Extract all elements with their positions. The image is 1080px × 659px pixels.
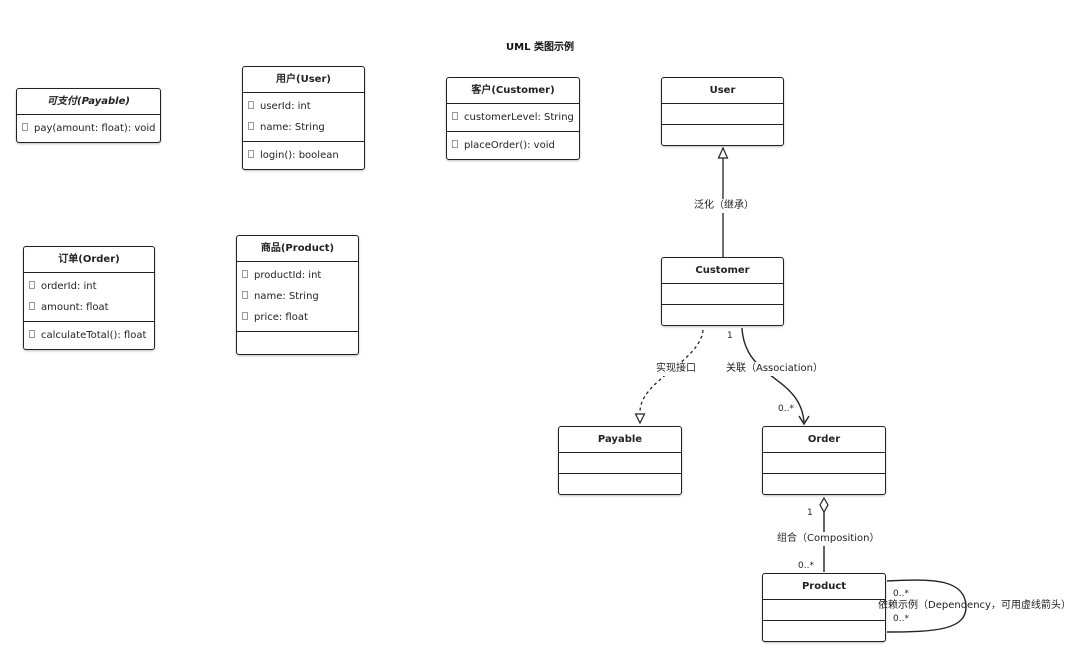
association-source-multiplicity: 1 <box>727 331 733 341</box>
attribute-row: productId: int <box>237 265 358 286</box>
attribute-row: customerLevel: String <box>447 107 579 128</box>
attributes-empty <box>763 453 885 474</box>
composition-source-multiplicity: 1 <box>807 508 813 518</box>
dependency-loop <box>886 579 967 633</box>
class-customer[interactable]: Customer <box>661 257 784 326</box>
class-product-detail[interactable]: 商品(Product) productId: int name: String … <box>236 235 359 355</box>
realization-label: 实现接口 <box>654 362 698 376</box>
generalization-arrowhead <box>717 146 729 159</box>
composition-target-multiplicity: 0..* <box>798 561 814 571</box>
class-order[interactable]: Order <box>762 426 886 495</box>
operation-row: calculateTotal(): float <box>24 325 154 346</box>
diagram-title: UML 类图示例 <box>506 42 574 53</box>
composition-label: 组合（Composition） <box>775 532 882 546</box>
attributes-empty <box>559 453 681 474</box>
attributes-empty <box>662 104 783 125</box>
attributes-empty <box>662 284 783 305</box>
class-name: 客户(Customer) <box>447 78 579 104</box>
attribute-row: userId: int <box>243 96 364 117</box>
class-order-detail[interactable]: 订单(Order) orderId: int amount: float cal… <box>23 246 155 350</box>
class-product[interactable]: Product <box>762 573 886 642</box>
association-line <box>741 327 805 423</box>
generalization-label: 泛化（继承） <box>692 199 756 213</box>
operations-empty <box>662 305 783 325</box>
class-payable[interactable]: Payable <box>558 426 682 495</box>
association-arrowhead <box>798 415 810 426</box>
operations-empty <box>763 474 885 494</box>
attribute-row: amount: float <box>24 297 154 318</box>
class-name: 商品(Product) <box>237 236 358 262</box>
class-name: User <box>662 78 783 104</box>
realization-arrowhead <box>634 413 646 425</box>
class-name: Order <box>763 427 885 453</box>
class-name: 订单(Order) <box>24 247 154 273</box>
operations-empty <box>662 125 783 145</box>
attribute-row: name: String <box>237 286 358 307</box>
dependency-bottom-multiplicity: 0..* <box>893 614 909 624</box>
class-user-detail[interactable]: 用户(User) userId: int name: String login(… <box>242 66 365 170</box>
class-name: Customer <box>662 258 783 284</box>
operation-row: placeOrder(): void <box>447 135 579 156</box>
operations-empty <box>559 474 681 494</box>
class-customer-detail[interactable]: 客户(Customer) customerLevel: String place… <box>446 77 580 160</box>
attribute-row: orderId: int <box>24 276 154 297</box>
class-user[interactable]: User <box>661 77 784 146</box>
composition-diamond <box>819 496 829 514</box>
class-payable-interface[interactable]: 可支付(Payable) pay(amount: float): void <box>16 88 161 143</box>
attributes-empty <box>763 600 885 621</box>
attribute-row: price: float <box>237 307 358 328</box>
class-name: 可支付(Payable) <box>17 89 160 115</box>
dependency-top-multiplicity: 0..* <box>893 589 909 599</box>
class-name: 用户(User) <box>243 67 364 93</box>
operation-row: pay(amount: float): void <box>17 118 160 139</box>
class-name: Payable <box>559 427 681 453</box>
operations-empty <box>763 621 885 641</box>
attribute-row: name: String <box>243 117 364 138</box>
class-name: Product <box>763 574 885 600</box>
dependency-label: 依赖示例（Dependency，可用虚线箭头） <box>878 600 1071 611</box>
association-target-multiplicity: 0..* <box>778 404 794 414</box>
operation-row: login(): boolean <box>243 145 364 166</box>
association-label: 关联（Association） <box>724 362 825 376</box>
